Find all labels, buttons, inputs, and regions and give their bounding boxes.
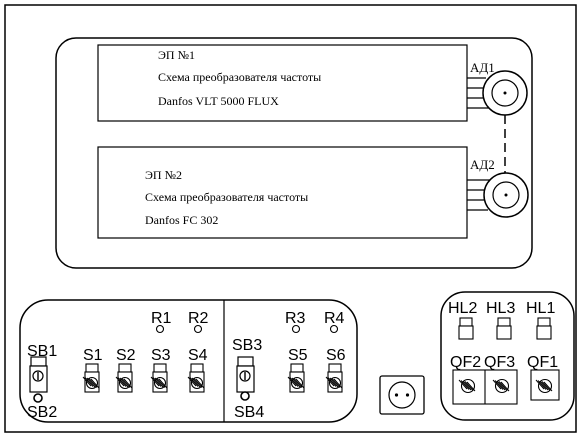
socket-face (388, 381, 416, 409)
sb1-label: SB1 (27, 343, 57, 360)
sb2-label: SB2 (27, 404, 57, 421)
switch-s3-cap (153, 363, 167, 373)
r2-indicator (193, 324, 203, 334)
r3-indicator (291, 324, 301, 334)
lamp-hl1-cap (537, 317, 551, 327)
lamp-hl2: HL2 (448, 300, 477, 340)
switch-s2[interactable]: S2 (115, 347, 136, 393)
drive-unit-1-box (97, 44, 468, 122)
drive-unit-1: ЭП №1 Схема преобразователя частоты Danf… (97, 44, 468, 122)
r4-indicator (329, 324, 339, 334)
drive-unit-1-line2: Danfos VLT 5000 FLUX (158, 94, 279, 108)
breaker-panel (440, 291, 575, 421)
cable-motor-2 (467, 179, 490, 211)
lamp-hl2-body (458, 325, 474, 340)
breaker-qf2[interactable]: QF2 (450, 354, 481, 394)
switch-s6-cap (328, 363, 342, 373)
breaker-qf1[interactable]: QF1 (527, 354, 558, 394)
drive-enclosure (55, 37, 533, 269)
lamp-hl2-label: HL2 (448, 300, 477, 317)
switch-s1[interactable]: S1 (82, 347, 103, 393)
switch-s5[interactable]: S5 (287, 347, 308, 393)
lamp-hl1-label: HL1 (526, 300, 555, 317)
motor-2: АД2 (470, 157, 529, 218)
lamp-hl3-body (496, 325, 512, 340)
drive-unit-2-line2: Danfos FC 302 (145, 213, 218, 227)
lamp-hl2-cap (459, 317, 473, 327)
breaker-qf3-label: QF3 (484, 354, 515, 371)
lamp-r2: R2 (188, 310, 209, 334)
r4-label: R4 (324, 310, 345, 327)
drive-unit-2-box (97, 146, 468, 239)
control-panel (19, 299, 358, 423)
drive-unit-2: ЭП №2 Схема преобразователя частоты Danf… (97, 146, 468, 239)
breaker-qf3[interactable]: QF3 (484, 354, 515, 394)
breaker-qf1-frame (530, 369, 560, 401)
lamp-hl1-body (536, 325, 552, 340)
motor-1-label: АД1 (470, 60, 495, 75)
socket-pin-right (405, 393, 410, 397)
drive-unit-2-title: ЭП №2 (145, 168, 182, 182)
key-switch-sb3-sb4[interactable]: SB3 SB4 (232, 337, 264, 421)
r2-label: R2 (188, 310, 209, 327)
lamp-hl3-label: HL3 (486, 300, 515, 317)
switch-s5-cap (290, 363, 304, 373)
sb4-label: SB4 (234, 404, 264, 421)
switch-s4-cap (190, 363, 204, 373)
switch-s5-label: S5 (288, 347, 308, 364)
lamp-hl1: HL1 (526, 300, 555, 340)
outer-frame (4, 4, 577, 433)
sb-bottom-button (33, 393, 43, 403)
motor-1-shaft (503, 91, 507, 95)
switch-s2-cap (118, 363, 132, 373)
sb-bottom-button-right (240, 391, 250, 401)
drive-unit-1-line1: Схема преобразователя частоты (158, 70, 321, 84)
sb3-cap (237, 356, 254, 367)
drive-unit-2-line1: Схема преобразователя частоты (145, 190, 308, 204)
switch-s2-label: S2 (116, 347, 136, 364)
switches-left: S1 S2 S3 S4 (82, 347, 208, 393)
lamp-hl3-cap (497, 317, 511, 327)
switch-s4[interactable]: S4 (187, 347, 208, 393)
key-switch-sb1-sb2[interactable]: SB1 SB2 (27, 343, 57, 421)
motor-2-label: АД2 (470, 157, 495, 172)
r3-label: R3 (285, 310, 306, 327)
breaker-lamps: HL2 HL3 HL1 (448, 300, 555, 340)
switch-s4-label: S4 (188, 347, 208, 364)
power-socket[interactable] (379, 375, 425, 415)
breaker-qf1-label: QF1 (527, 354, 558, 371)
lamp-r4: R4 (324, 310, 345, 334)
sb1-cap (30, 356, 47, 367)
switch-s6[interactable]: S6 (325, 347, 346, 393)
switches-right: S5 S6 (287, 347, 346, 393)
lamp-hl3: HL3 (486, 300, 515, 340)
switch-s1-label: S1 (83, 347, 103, 364)
sb3-label: SB3 (232, 337, 262, 354)
switch-s6-label: S6 (326, 347, 346, 364)
switch-s3[interactable]: S3 (150, 347, 171, 393)
socket-pin-left (394, 393, 399, 397)
breaker-qf2-label: QF2 (450, 354, 481, 371)
motor-2-shaft (504, 193, 508, 197)
switch-s3-label: S3 (151, 347, 171, 364)
lamp-r3: R3 (285, 310, 306, 334)
switch-s1-cap (85, 363, 99, 373)
lamp-r1: R1 (151, 310, 172, 334)
drive-unit-1-title: ЭП №1 (158, 48, 195, 62)
r1-indicator (155, 324, 165, 334)
r1-label: R1 (151, 310, 172, 327)
